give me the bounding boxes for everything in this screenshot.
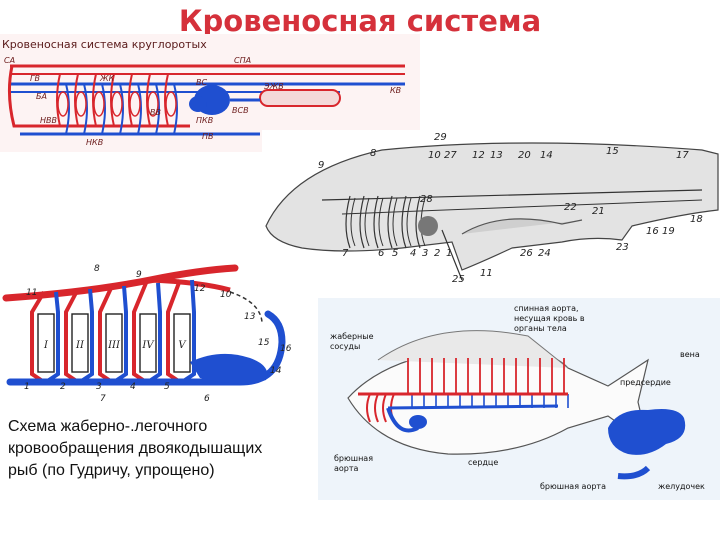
structure-number: 13 bbox=[490, 150, 503, 161]
structure-number: 12 bbox=[472, 150, 485, 161]
label-gill-vessels: жаберные сосуды bbox=[330, 332, 374, 351]
cyclostome-vessels bbox=[7, 64, 405, 136]
structure-number: 14 bbox=[540, 150, 553, 161]
vessel-number: 7 bbox=[100, 394, 106, 404]
vessel-label: КВ bbox=[390, 86, 402, 95]
vessel-label: НКВ bbox=[86, 138, 104, 147]
vessel-number: 8 bbox=[94, 264, 100, 274]
vessel-label: СА bbox=[4, 56, 16, 65]
diagram-caption: Кровеносная система круглоротых bbox=[2, 38, 207, 51]
structure-number: 24 bbox=[538, 248, 551, 259]
structure-number: 15 bbox=[606, 146, 619, 157]
vessel-number: 4 bbox=[130, 382, 136, 392]
label-atrium: предсердие bbox=[620, 378, 671, 387]
vessel-label: НВВ bbox=[40, 116, 57, 125]
vessel-label: ПКВ bbox=[196, 116, 214, 125]
vessel-label: ВВ bbox=[150, 108, 161, 117]
vessel-label: ВС bbox=[196, 78, 208, 87]
structure-number: 7 bbox=[342, 248, 349, 259]
caption-line-1: Схема жаберно-.легочного bbox=[8, 418, 208, 435]
gill-arch-numeral: I bbox=[43, 340, 49, 351]
lungfish-caption: Схема жаберно-.легочного кровообращения … bbox=[8, 416, 348, 482]
page-title: Кровеносная система bbox=[178, 4, 542, 38]
vessel-number: 15 bbox=[258, 338, 270, 348]
structure-number: 29 bbox=[434, 132, 447, 143]
structure-number: 21 bbox=[592, 206, 605, 217]
structure-number: 3 bbox=[422, 248, 429, 259]
vessel-number: 9 bbox=[136, 270, 142, 280]
label-ventral-aorta-bottom: брюшная аорта bbox=[540, 482, 606, 491]
shark-outline bbox=[265, 142, 719, 281]
structure-number: 28 bbox=[420, 194, 433, 205]
structure-number: 17 bbox=[676, 150, 689, 161]
vessel-number: 6 bbox=[204, 394, 210, 404]
structure-number: 25 bbox=[452, 274, 465, 285]
vessel-number: 16 bbox=[280, 344, 292, 354]
structure-number: 1 bbox=[446, 248, 453, 259]
bony-fish-circulation-diagram: жаберные сосуды спинная аорта, несущая к… bbox=[318, 298, 720, 500]
structure-number: 26 bbox=[520, 248, 533, 259]
structure-number: 20 bbox=[518, 150, 531, 161]
vessel-number: 14 bbox=[270, 366, 282, 376]
vessel-number: 12 bbox=[194, 284, 206, 294]
vessel-label: ВСВ bbox=[232, 106, 249, 115]
structure-number: 9 bbox=[318, 160, 325, 171]
vessel-number: 5 bbox=[164, 382, 170, 392]
structure-number: 10 bbox=[428, 150, 441, 161]
structure-number: 4 bbox=[410, 248, 417, 259]
label-ventricle: желудочек bbox=[658, 482, 705, 491]
structure-number: 27 bbox=[444, 150, 457, 161]
cyclostome-circulation-diagram: Кровеносная система круглоротых СА ГВ БА ЖК… bbox=[0, 34, 420, 152]
structure-number: 6 bbox=[378, 248, 385, 259]
fish-body bbox=[347, 330, 686, 480]
gill-arch-numeral: II bbox=[75, 340, 85, 351]
caption-line-3: рыб (по Гудричу, упрощено) bbox=[8, 462, 215, 479]
vessel-number: 1 bbox=[24, 382, 30, 392]
structure-number: 2 bbox=[434, 248, 441, 259]
vessel-number: 2 bbox=[60, 382, 66, 392]
vessel-label: ЭЖВ bbox=[264, 82, 284, 91]
vessel-number: 13 bbox=[244, 312, 256, 322]
gill-arch-numeral: III bbox=[107, 340, 121, 351]
gill-arch-numeral: IV bbox=[141, 340, 155, 351]
vessel-number: 11 bbox=[26, 288, 38, 298]
vessel-number: 10 bbox=[220, 290, 232, 300]
vessel-label: ЖК bbox=[100, 74, 115, 83]
structure-number: 16 bbox=[646, 226, 659, 237]
structure-number: 19 bbox=[662, 226, 675, 237]
vessel-number: 3 bbox=[96, 382, 102, 392]
structure-number: 8 bbox=[370, 148, 377, 159]
vessel-label: ПВ bbox=[202, 132, 214, 141]
structure-number: 22 bbox=[564, 202, 577, 213]
caption-line-2: кровообращения двоякодышащих bbox=[8, 440, 263, 457]
structure-number: 18 bbox=[690, 214, 703, 225]
gill-arch-numeral: V bbox=[178, 340, 187, 351]
label-heart: сердце bbox=[468, 458, 499, 467]
structure-number: 11 bbox=[480, 268, 493, 279]
vessel-label: СПА bbox=[234, 56, 252, 65]
label-vein: вена bbox=[680, 350, 700, 359]
structure-number: 5 bbox=[392, 248, 399, 259]
structure-number: 23 bbox=[616, 242, 629, 253]
vessel-label: БА bbox=[36, 92, 47, 101]
label-dorsal-aorta: спинная аорта, несущая кровь в органы те… bbox=[514, 304, 585, 333]
vessel-label: ГВ bbox=[30, 74, 40, 83]
label-ventral-aorta-left: брюшная аорта bbox=[334, 454, 374, 473]
